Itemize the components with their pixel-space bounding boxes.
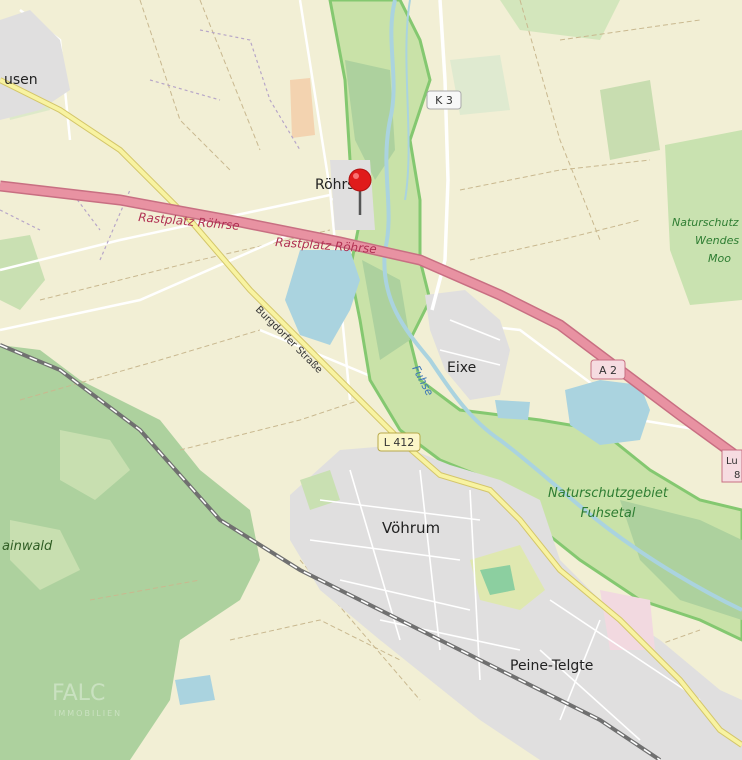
- label-place-husen: usen: [4, 72, 38, 88]
- nature-reserve-fuhsetal: [328, 0, 742, 642]
- pond: [495, 400, 530, 420]
- road-badge-k3-text: K 3: [435, 94, 453, 107]
- road-l412: [0, 78, 742, 747]
- forest-in-reserve: [345, 60, 395, 180]
- meadow-patch: [600, 80, 660, 160]
- commercial-area: [600, 590, 655, 650]
- nature-reserve-wendes: [665, 130, 742, 305]
- label-edge-1: Lu: [726, 456, 738, 467]
- label-nsg-fuhsetal-2: Fuhsetal: [581, 506, 636, 521]
- meadow-patch: [500, 0, 620, 40]
- railway-line-dash: [0, 344, 661, 760]
- label-nsg-wendes-2: Wendes: [695, 234, 739, 247]
- road-badge-a2: A 2: [590, 359, 626, 380]
- meadow-patch: [0, 235, 45, 310]
- forest-in-reserve: [620, 500, 742, 620]
- farmland-patch: [290, 78, 315, 138]
- watermark-text: FALC: [52, 681, 105, 706]
- meadow-patch: [450, 55, 510, 115]
- river-fuhse: [382, 0, 742, 612]
- residential-rohrse: [330, 160, 375, 230]
- residential-husen: [0, 10, 70, 120]
- forest-clearing: [10, 520, 80, 590]
- road-k3: [430, 0, 450, 311]
- town-streets: [309, 319, 701, 741]
- residential-eixe: [425, 290, 510, 400]
- forest-clearing: [60, 430, 130, 500]
- label-nsg-fuhsetal-1: Naturschutzgebiet: [548, 486, 669, 501]
- road-badge-a2-text: A 2: [599, 364, 617, 377]
- label-place-eixe: Eixe: [447, 360, 476, 376]
- pitch: [480, 565, 515, 595]
- edge-badge: [721, 449, 742, 483]
- road-badge-l412: L 412: [377, 432, 421, 452]
- watermark-subtext: IMMOBILIEN: [54, 709, 122, 718]
- pond: [175, 675, 215, 705]
- watermark-logo: FALC IMMOBILIEN: [52, 681, 122, 718]
- lake-eixe: [565, 380, 650, 445]
- road-badge-k3: K 3: [426, 90, 462, 110]
- road-badge-l412-text: L 412: [384, 436, 415, 449]
- map-pin-icon[interactable]: [348, 168, 372, 215]
- label-forest-hainwald: ainwald: [2, 539, 53, 554]
- label-place-vohrum: Vöhrum: [382, 519, 440, 537]
- lake-rohrse: [285, 250, 360, 345]
- forest-in-reserve: [362, 260, 410, 360]
- motorway-a2: [0, 182, 742, 464]
- label-nsg-wendes-1: Naturschutz: [672, 216, 739, 229]
- stream: [404, 0, 411, 201]
- label-nsg-wendes-3: Moo: [708, 252, 731, 265]
- label-place-peine-telgte: Peine-Telgte: [510, 658, 593, 674]
- label-edge-2: 8: [734, 470, 740, 481]
- park: [300, 470, 340, 510]
